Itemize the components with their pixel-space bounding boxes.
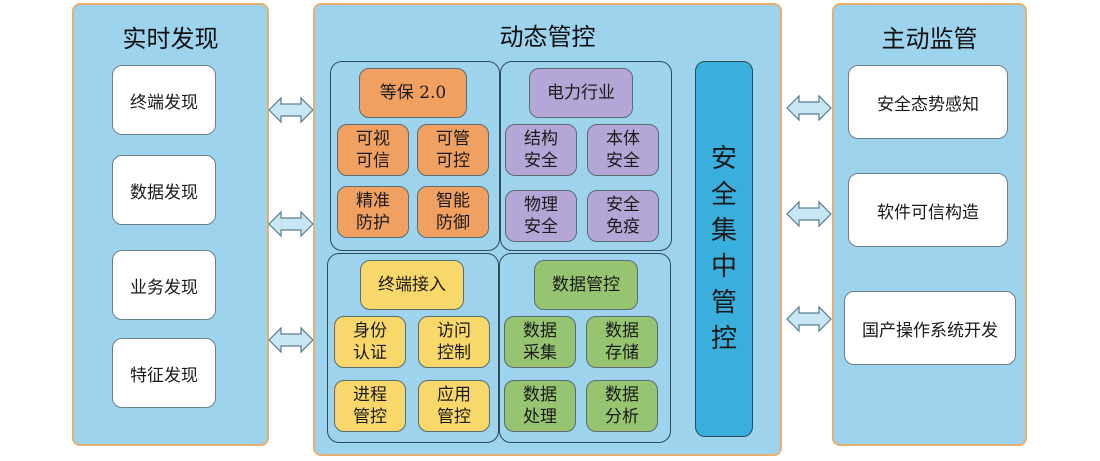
precise-protection-tile: 精准 防护 <box>337 186 409 238</box>
feature-discovery-box: 特征发现 <box>112 338 216 408</box>
manageable-controllable-tile: 可管 可控 <box>417 124 489 176</box>
visible-trusted-tile: 可视 可信 <box>337 124 409 176</box>
data-processing-tile: 数据 处理 <box>504 380 576 432</box>
data-discovery-box: 数据发现 <box>112 155 216 225</box>
access-control-tile: 访问 控制 <box>418 316 490 368</box>
terminal-access-group: 终端接入 身份 认证 访问 控制 进程 管控 应用 管控 <box>327 253 499 443</box>
power-industry-group: 电力行业 结构 安全 本体 安全 物理 安全 安全 免疫 <box>500 61 672 251</box>
data-control-header: 数据管控 <box>534 260 638 310</box>
terminal-access-header: 终端接入 <box>360 260 464 310</box>
power-industry-header: 电力行业 <box>529 68 633 118</box>
process-control-tile: 进程 管控 <box>334 380 406 432</box>
double-arrow-icon <box>786 200 832 228</box>
double-arrow-icon <box>268 210 314 238</box>
smart-defense-tile: 智能 防御 <box>417 186 489 238</box>
physical-security-tile: 物理 安全 <box>505 190 577 242</box>
security-immunity-tile: 安全 免疫 <box>587 190 659 242</box>
business-discovery-box: 业务发现 <box>112 250 216 320</box>
double-arrow-icon <box>786 305 832 333</box>
dengbao-group: 等保 2.0 可视 可信 可管 可控 精准 防护 智能 防御 <box>330 61 500 251</box>
data-control-group: 数据管控 数据 采集 数据 存储 数据 处理 数据 分析 <box>499 253 671 443</box>
ontology-security-tile: 本体 安全 <box>587 124 659 176</box>
dengbao-header: 等保 2.0 <box>359 68 467 118</box>
identity-auth-tile: 身份 认证 <box>334 316 406 368</box>
data-analysis-tile: 数据 分析 <box>586 380 658 432</box>
structure-security-tile: 结构 安全 <box>505 124 577 176</box>
double-arrow-icon <box>268 326 314 354</box>
application-control-tile: 应用 管控 <box>418 380 490 432</box>
active-supervision-panel: 主动监管 安全态势感知 软件可信构造 国产操作系统开发 <box>832 3 1027 446</box>
double-arrow-icon <box>786 94 832 122</box>
realtime-discovery-title: 实时发现 <box>122 25 219 53</box>
dynamic-control-panel: 动态管控 等保 2.0 可视 可信 可管 可控 精准 防护 智能 防御 电力行业… <box>313 3 782 456</box>
active-supervision-title: 主动监管 <box>881 25 978 53</box>
domestic-os-development-box: 国产操作系统开发 <box>844 291 1016 365</box>
realtime-discovery-panel: 实时发现 终端发现 数据发现 业务发现 特征发现 <box>72 3 269 446</box>
data-storage-tile: 数据 存储 <box>586 316 658 368</box>
double-arrow-icon <box>268 96 314 124</box>
trusted-software-construction-box: 软件可信构造 <box>848 173 1008 247</box>
terminal-discovery-box: 终端发现 <box>112 65 216 135</box>
data-collection-tile: 数据 采集 <box>504 316 576 368</box>
central-security-control-label: 安全集中管控 <box>710 144 737 354</box>
central-security-control-bar: 安全集中管控 <box>695 61 753 437</box>
dynamic-control-title: 动态管控 <box>499 23 596 51</box>
security-situation-awareness-box: 安全态势感知 <box>848 65 1008 139</box>
